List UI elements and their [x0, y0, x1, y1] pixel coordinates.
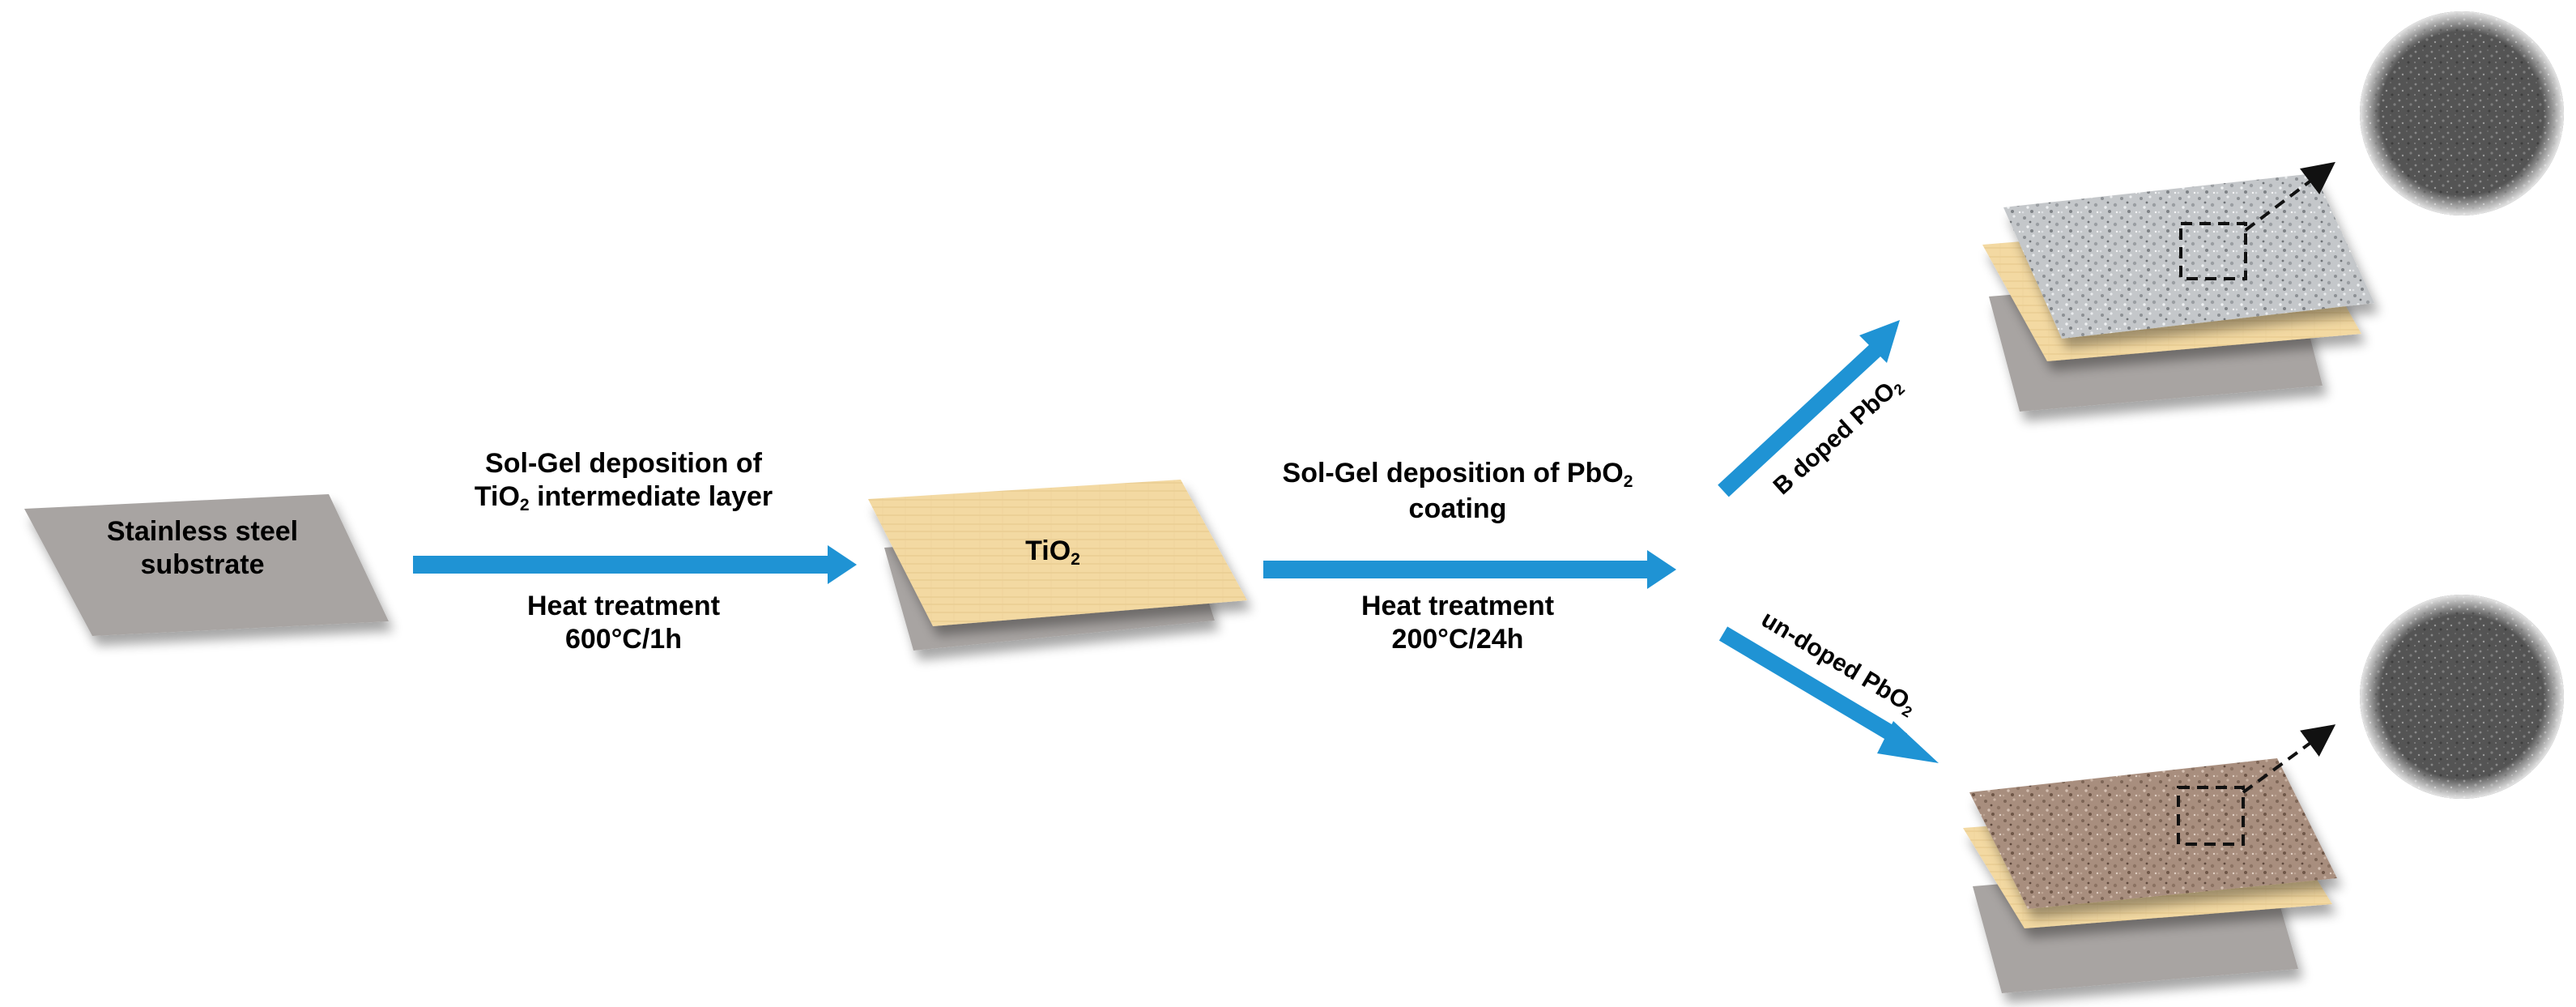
process-arrow-b-doped [1718, 320, 1900, 497]
zoom-box-undoped [2177, 786, 2245, 846]
zoom-box-b [2179, 222, 2247, 280]
step1-line2: TiO2 intermediate layer [474, 481, 773, 515]
step2-heat-label: Heat treatment 200°C/24h [1271, 590, 1644, 657]
step2-line2: coating [1408, 493, 1507, 524]
step2-deposition-label: Sol-Gel deposition of PbO2 coating [1231, 457, 1684, 526]
step2-heat-line1: Heat treatment [1360, 591, 1555, 621]
zoom-arrow-b [2244, 161, 2335, 232]
step1-deposition-label: Sol-Gel deposition of TiO2 intermediate … [413, 447, 834, 516]
step2-line1: Sol-Gel deposition of PbO2 [1282, 458, 1633, 491]
zoom-arrow-undoped [2242, 724, 2336, 794]
step2-heat-line2: 200°C/24h [1391, 624, 1524, 655]
sem-micrograph-b-doped [2360, 11, 2564, 215]
step1-heat-line2: 600°C/1h [564, 624, 682, 655]
b-doped-stack [1982, 161, 2374, 412]
process-arrow-1 [413, 545, 857, 584]
step1-heat-line1: Heat treatment [526, 591, 721, 621]
tio2-label: TiO2 [1025, 536, 1080, 569]
substrate-label-line2: substrate [140, 549, 265, 581]
step1-line1: Sol-Gel deposition of [485, 448, 762, 479]
tio2-layer [868, 480, 1247, 626]
step1-heat-label: Heat treatment 600°C/1h [413, 590, 834, 657]
substrate-plate [24, 494, 389, 636]
substrate-label-line1: Stainless steel [106, 516, 299, 547]
tio2-stack [868, 480, 1247, 651]
b-doped-pbo2-layer [2003, 173, 2374, 339]
undoped-stack [1963, 724, 2337, 993]
substrate-label: Stainless steel substrate [57, 515, 348, 582]
process-arrow-undoped [1718, 626, 1939, 763]
process-arrow-2 [1263, 550, 1676, 589]
undoped-pbo2-layer [1969, 758, 2337, 909]
sem-micrograph-undoped [2360, 595, 2564, 799]
